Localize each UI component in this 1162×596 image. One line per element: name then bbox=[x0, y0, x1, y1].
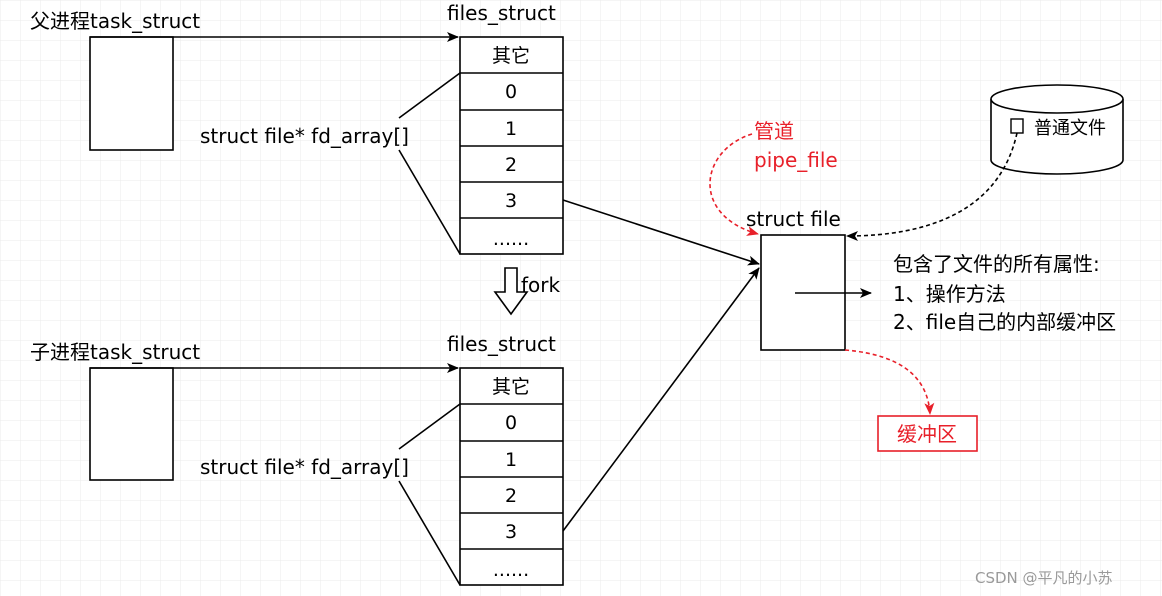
buffer-group: 缓冲区 bbox=[844, 349, 978, 452]
parent-fd-array-label: struct file* fd_array[] bbox=[200, 124, 409, 148]
parent-task-box bbox=[89, 36, 174, 151]
fork-label: fork bbox=[521, 273, 561, 297]
watermark: CSDN @平凡的小苏 bbox=[975, 569, 1113, 587]
parent-fd-cell: 0 bbox=[505, 81, 517, 103]
attributes-line-3: 2、file自己的内部缓冲区 bbox=[893, 310, 1116, 334]
child-fd-cell: ...... bbox=[493, 559, 529, 581]
child-fd-cell: 2 bbox=[505, 485, 517, 507]
buffer-dashed-arrow bbox=[844, 349, 935, 415]
pipe-label-cn: 管道 bbox=[754, 119, 794, 143]
child-files-label: files_struct bbox=[447, 332, 556, 356]
pipe-dashed-arrow bbox=[709, 133, 759, 236]
parent-brace-line-top bbox=[398, 72, 461, 119]
child-brace-line-top bbox=[398, 403, 461, 450]
parent-task-label: 父进程task_struct bbox=[30, 9, 200, 33]
child-fd-table: 其它 0 1 2 3 ...... bbox=[459, 367, 564, 586]
pipe-file-label: pipe_file bbox=[754, 148, 838, 172]
buffer-label: 缓冲区 bbox=[897, 422, 957, 446]
checkbox-icon bbox=[1010, 118, 1024, 134]
parent-fd-table: 其它 0 1 2 3 ...... bbox=[459, 36, 564, 255]
fork-arrow-icon bbox=[493, 267, 529, 316]
parent-process-group: 父进程task_struct files_struct 其它 0 1 2 3 .… bbox=[30, 1, 564, 255]
attributes-text-group: 包含了文件的所有属性: 1、操作方法 2、file自己的内部缓冲区 bbox=[893, 252, 1116, 334]
regular-file-cylinder-top bbox=[990, 84, 1124, 114]
regular-file-label: 普通文件 bbox=[1034, 118, 1106, 139]
child-fd-cell: 3 bbox=[505, 521, 517, 543]
attributes-line-1: 包含了文件的所有属性: bbox=[893, 252, 1100, 276]
parent-fd-cell: 其它 bbox=[492, 45, 530, 67]
buffer-box bbox=[877, 415, 978, 452]
parent-fd3-to-file-arrow bbox=[562, 199, 760, 266]
parent-fd-cell: 2 bbox=[505, 154, 517, 176]
child-fd-cell: 其它 bbox=[492, 376, 530, 398]
child-brace-line-bottom bbox=[398, 480, 461, 586]
pipe-label-group: 管道 pipe_file bbox=[709, 119, 838, 236]
child-fd-cell: 0 bbox=[505, 412, 517, 434]
fork-arrow-group: fork bbox=[493, 267, 561, 316]
child-task-label: 子进程task_struct bbox=[30, 340, 200, 364]
attributes-line-2: 1、操作方法 bbox=[893, 282, 1006, 306]
parent-fd-cell: ...... bbox=[493, 228, 529, 250]
parent-fd-cell: 1 bbox=[505, 118, 517, 140]
child-fd3-to-file-arrow bbox=[562, 267, 760, 532]
parent-brace-line-bottom bbox=[398, 149, 461, 255]
parent-files-label: files_struct bbox=[447, 1, 556, 25]
parent-fd-cell: 3 bbox=[505, 190, 517, 212]
regular-file-cylinder-body bbox=[990, 99, 1124, 175]
child-fd-cell: 1 bbox=[505, 449, 517, 471]
child-process-group: 子进程task_struct files_struct 其它 0 1 2 3 .… bbox=[30, 332, 564, 586]
child-fd-array-label: struct file* fd_array[] bbox=[200, 455, 409, 479]
struct-file-group: struct file bbox=[746, 207, 872, 351]
struct-file-label: struct file bbox=[746, 207, 841, 231]
child-task-box bbox=[89, 367, 174, 481]
regular-file-group: 普通文件 bbox=[846, 84, 1124, 241]
